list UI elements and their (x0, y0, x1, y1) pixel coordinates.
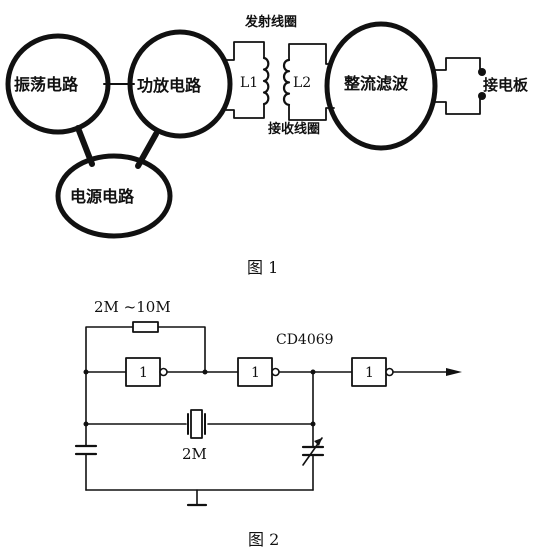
wire-rect-terminal-top (433, 57, 481, 73)
amplifier-label: 功放电路 (137, 76, 202, 95)
coil-l2-label: L2 (293, 75, 311, 91)
terminal-board-label: 接电板 (483, 76, 529, 94)
coil-l1-label: L1 (240, 75, 258, 91)
crystal-body (190, 409, 203, 439)
rectifier-filter-block (324, 21, 438, 151)
wire-amp-coil-top (225, 41, 265, 61)
power-circuit-block (55, 153, 173, 239)
feedback-resistor (132, 321, 159, 333)
figure-2-caption: 图 2 (248, 530, 279, 549)
ic-label: CD4069 (276, 332, 334, 348)
oscillator-label: 振荡电路 (14, 75, 79, 94)
oscillator-circuit-block (5, 33, 111, 135)
coil-l2 (282, 58, 291, 106)
junction-dot (202, 369, 208, 375)
inverter-bubble-3 (385, 367, 394, 377)
rectifier-label: 整流滤波 (343, 74, 409, 93)
crystal-label: 2M (182, 445, 207, 463)
resistor-label: 2M ~10M (94, 298, 171, 316)
figure-2-circuit (74, 321, 462, 507)
wire-coil-rect-bottom (288, 104, 335, 121)
gate-2-label: 1 (251, 365, 260, 381)
inverter-bubble-2 (271, 367, 280, 377)
wire-rect-terminal-bottom (433, 97, 481, 115)
terminal-dot-top (478, 68, 486, 76)
receive-coil-label: 接收线圈 (268, 121, 320, 137)
amplifier-circuit-block (127, 29, 233, 139)
figure-1-caption: 图 1 (247, 258, 278, 277)
transmit-coil-label: 发射线圈 (244, 14, 297, 30)
inverter-bubble-1 (159, 367, 168, 377)
wire-amp-coil-bottom (225, 103, 265, 119)
coil-l1 (262, 56, 270, 106)
gate-1-label: 1 (139, 365, 148, 381)
gate-3-label: 1 (365, 365, 374, 381)
output-arrow (446, 368, 462, 376)
capacitor-variable-arrow-head (314, 438, 322, 446)
wire-coil-rect-top (288, 43, 333, 65)
power-label: 电源电路 (70, 187, 135, 206)
figure-1-block-diagram (5, 21, 486, 239)
terminal-dot-bottom (478, 92, 486, 100)
